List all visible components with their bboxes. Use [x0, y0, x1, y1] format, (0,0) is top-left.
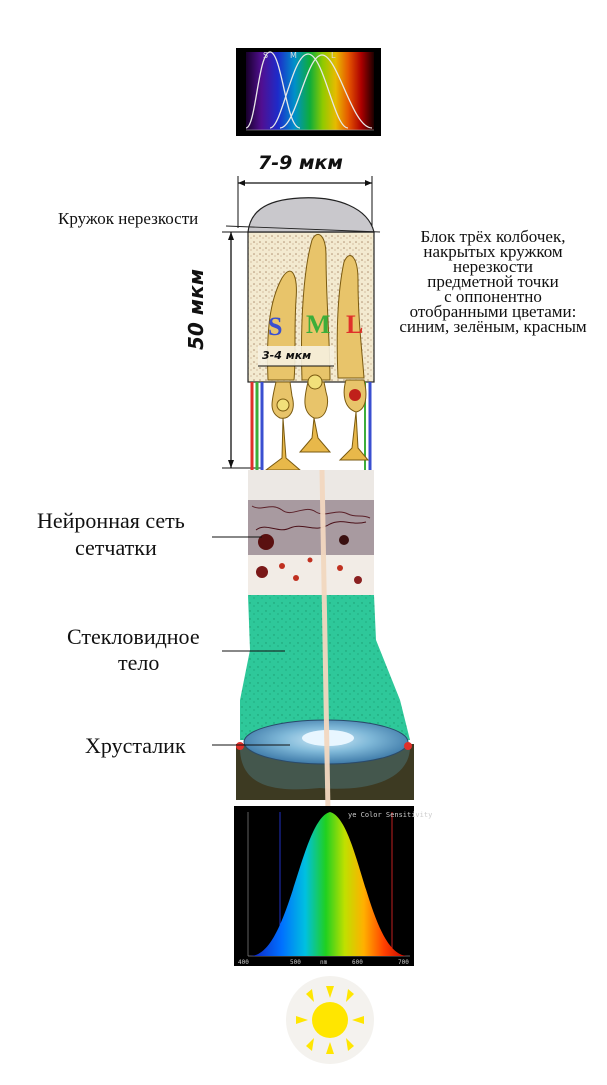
- vitreous-label-1: Стекловидное: [67, 624, 200, 649]
- height-measurement: 50 мкм: [184, 268, 208, 350]
- cone-block: [225, 197, 381, 383]
- bottom-sensitivity-chart: 400 500 nm 600 700: [234, 806, 414, 966]
- svg-text:600: 600: [352, 959, 363, 966]
- cone-block-description: Блок трёх колбочек, накрытых кружком нер…: [380, 227, 606, 336]
- top-spectrum-chart: [236, 48, 381, 136]
- svg-text:400: 400: [238, 959, 249, 966]
- inner-width-measurement: 3-4 мкм: [262, 349, 312, 362]
- lens-label: Хрусталик: [85, 733, 186, 758]
- light-ray: [319, 469, 331, 813]
- leader-lines: [212, 536, 290, 746]
- cone-block-line-4: предметной точки: [427, 272, 559, 291]
- spectrum-label-s: S: [263, 51, 269, 60]
- neural-network-layer: [248, 470, 374, 595]
- spectrum-label-m: M: [290, 51, 297, 60]
- cone-block-line-1: Блок трёх колбочек,: [420, 227, 566, 246]
- width-dimension-line: [237, 176, 373, 228]
- neural-net-label-1: Нейронная сеть: [37, 508, 185, 533]
- cone-l-letter: L: [346, 310, 364, 339]
- svg-text:700: 700: [398, 959, 409, 966]
- cone-block-line-5: с оппонентно: [444, 287, 542, 306]
- width-measurement: 7-9 мкм: [258, 152, 343, 174]
- cone-s-letter: S: [268, 312, 283, 341]
- bottom-chart-title: ye Color Sensitivity: [348, 811, 433, 819]
- cone-block-line-3: нерезкости: [452, 257, 533, 276]
- cone-block-line-2: накрытых кружком: [423, 242, 563, 261]
- spectrum-label-l: L: [331, 51, 336, 60]
- cone-fibres: [250, 374, 372, 471]
- sun-icon: [286, 976, 374, 1064]
- neural-net-label-2: сетчатки: [75, 535, 157, 560]
- cone-block-line-7: синим, зелёным, красным: [399, 317, 587, 336]
- vitreous-label-2: тело: [118, 650, 160, 675]
- cone-block-line-6: отобранными цветами:: [409, 302, 577, 321]
- svg-text:nm: nm: [320, 959, 328, 966]
- blur-circle-label: Кружок нерезкости: [58, 209, 199, 228]
- cone-m-letter: M: [306, 310, 331, 339]
- svg-text:500: 500: [290, 959, 301, 966]
